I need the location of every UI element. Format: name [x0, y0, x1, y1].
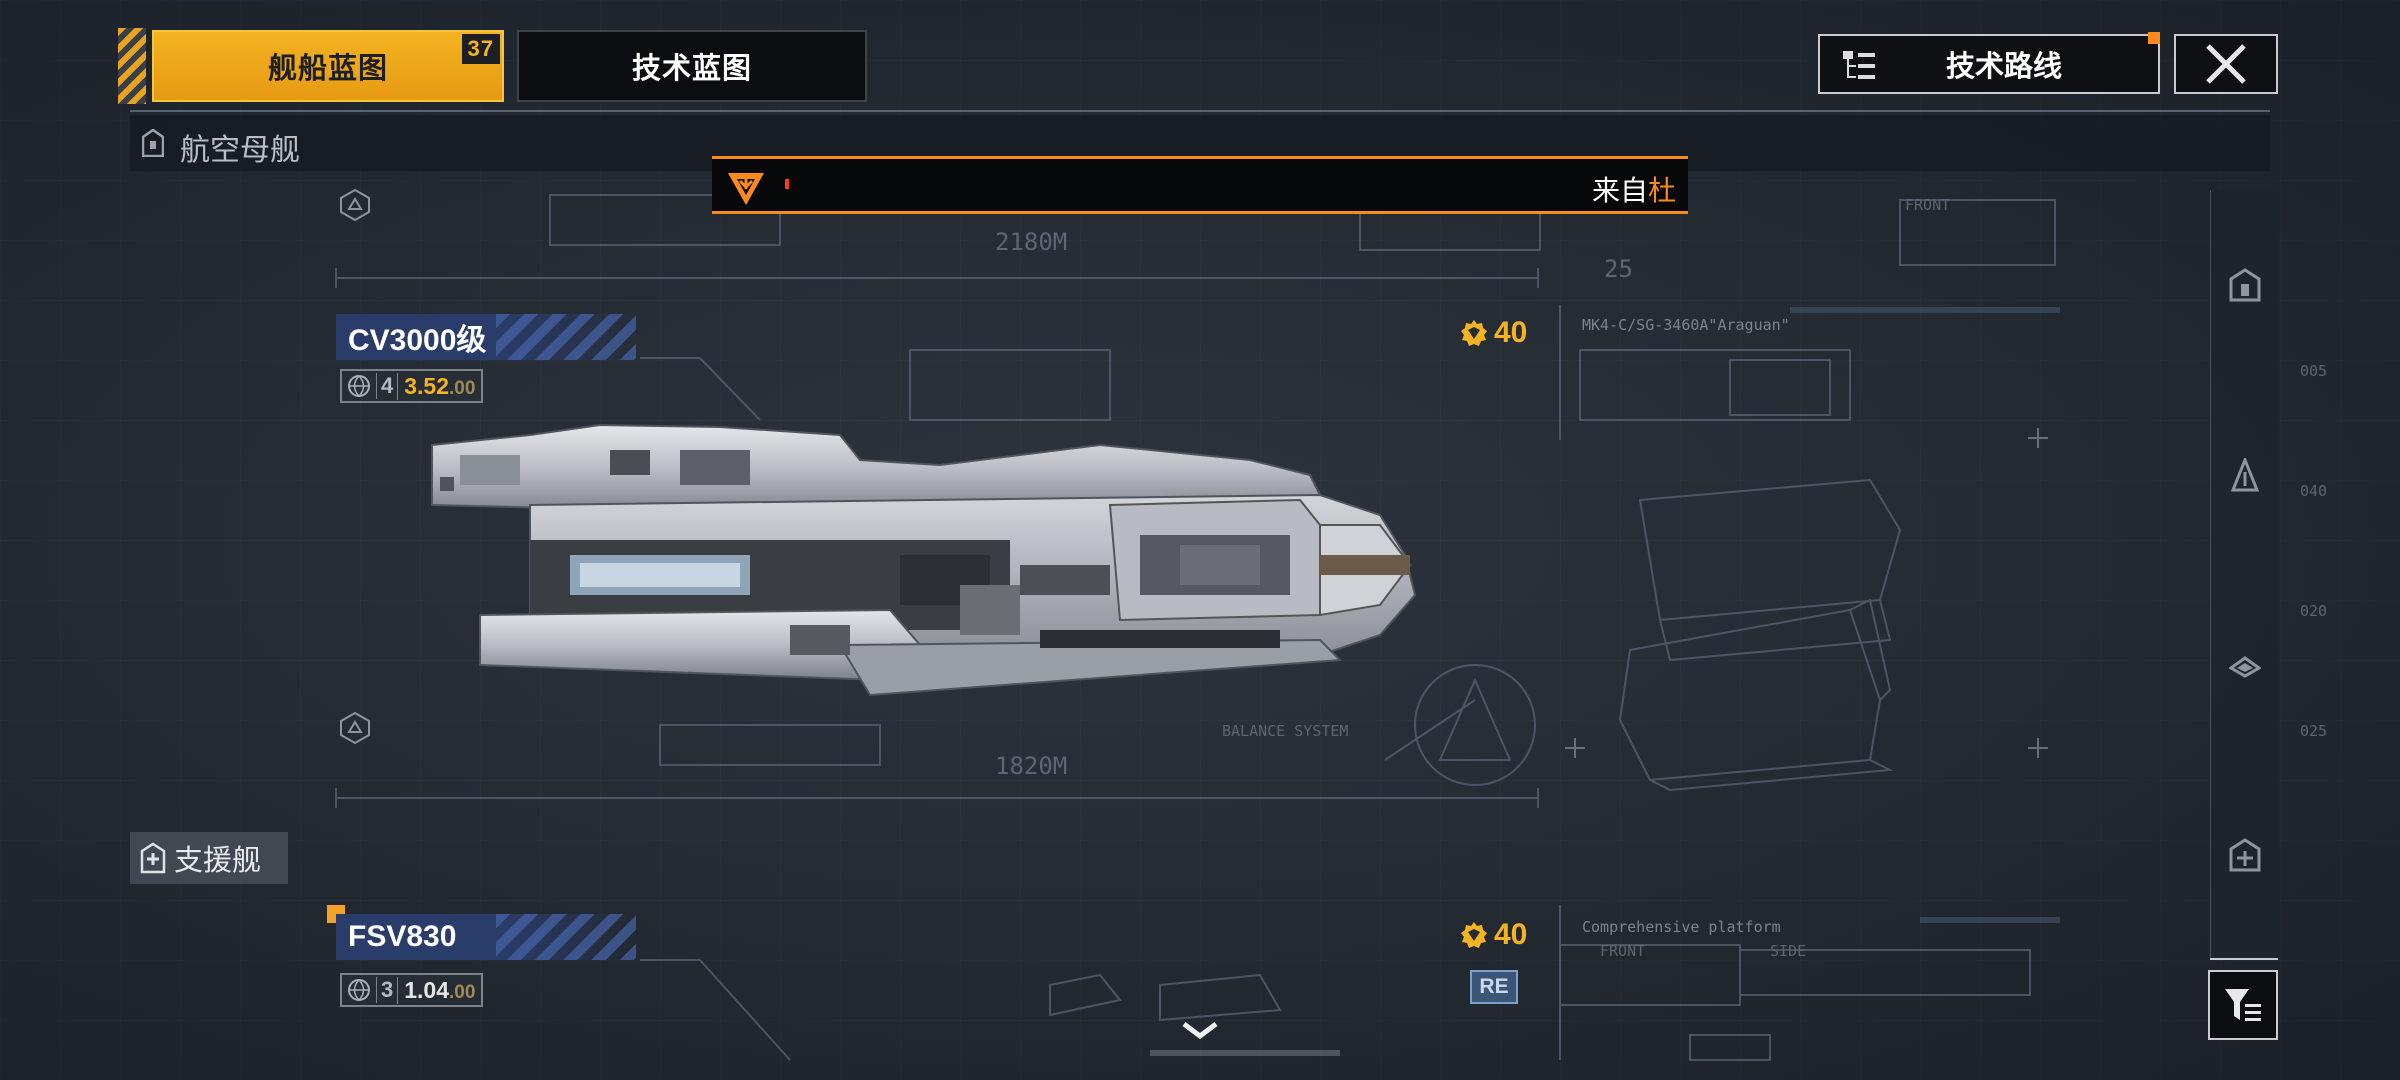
- hex-marker-icon: [340, 711, 370, 745]
- scroll-indicator-bar: [1150, 1050, 1340, 1056]
- ship-cost: 40: [1460, 316, 1527, 350]
- filter-icon: [2225, 989, 2261, 1021]
- carrier-icon[interactable]: [2229, 268, 2261, 302]
- faint-front: FRONT: [1905, 196, 1951, 214]
- support-ship-category[interactable]: 支援舰: [130, 832, 288, 884]
- ship-name: FSV830: [348, 920, 457, 953]
- destroyer-icon[interactable]: [2229, 458, 2261, 492]
- ship-category-sidebar: [2210, 190, 2279, 960]
- ship-value-main: 3.52: [404, 372, 450, 399]
- tab-tech-blueprints-label: 技术蓝图: [631, 53, 752, 85]
- tab-tech-blueprints[interactable]: 技术蓝图: [517, 30, 867, 102]
- tab-ship-blueprints-label: 舰船蓝图: [267, 53, 388, 85]
- re-tag: RE: [1470, 970, 1518, 1004]
- ship-card-fsv830[interactable]: FSV830: [336, 914, 636, 960]
- length-label-top: 2180M: [995, 228, 1068, 256]
- faint-020: 020: [2300, 602, 2328, 620]
- globe-icon: [342, 371, 376, 401]
- notice-marker: [785, 179, 789, 189]
- ship-card-cv3000[interactable]: CV3000级: [336, 314, 636, 360]
- carrier-ship-model[interactable]: [420, 405, 1450, 710]
- ship-cost-value: 40: [1494, 918, 1528, 951]
- section-title: 航空母舰: [180, 134, 300, 167]
- ship-level: 4: [376, 373, 397, 399]
- hex-marker-icon: [340, 188, 370, 222]
- blueprint-spec-2: Comprehensive platform: [1582, 918, 1781, 936]
- ship-value-main: 1.04: [404, 976, 450, 1003]
- tech-route-label: 技术路线: [1945, 51, 2062, 83]
- sidebar-divider: [2210, 958, 2278, 960]
- cost-gear-icon: [1461, 320, 1487, 346]
- ship-value: 3.52.00: [397, 372, 481, 400]
- ship-value-decimal: .00: [449, 981, 476, 1003]
- support-ship-icon: [140, 842, 166, 874]
- ship-cost: 40: [1460, 918, 1527, 952]
- tab-accent-stripes: [118, 28, 146, 104]
- blueprint-spec-1: MK4-C/SG-3460A"Araguan": [1582, 316, 1790, 334]
- globe-icon: [342, 975, 376, 1005]
- tech-tree-icon: [1843, 51, 1875, 79]
- carrier-icon: [142, 129, 164, 157]
- front-label: FRONT: [1600, 942, 1646, 960]
- notice-sender: 来自杜: [1592, 169, 1676, 209]
- frigate-icon[interactable]: [2229, 648, 2261, 682]
- cost-gear-icon: [1461, 922, 1487, 948]
- close-icon: [2206, 44, 2246, 84]
- scroll-down-chevron-icon[interactable]: [1180, 1018, 1220, 1042]
- message-notification[interactable]: 来自杜: [712, 156, 1688, 214]
- faint-040: 040: [2300, 482, 2328, 500]
- side-label: SIDE: [1770, 942, 1807, 960]
- ship-value-decimal: .00: [449, 377, 476, 399]
- ship-level: 3: [376, 977, 397, 1003]
- notification-dot: [2148, 32, 2160, 44]
- faint-25: 25: [1604, 255, 1633, 283]
- support-ship-label: 支援舰: [174, 845, 262, 877]
- ship-cost-value: 40: [1494, 316, 1528, 349]
- tab-ship-blueprints[interactable]: 舰船蓝图 37: [152, 30, 504, 102]
- balance-system-label: BALANCE SYSTEM: [1222, 722, 1349, 740]
- ship-name: CV3000级: [348, 324, 487, 357]
- close-button[interactable]: [2174, 34, 2278, 94]
- ship-stats: 4 3.52.00: [340, 369, 484, 403]
- faint-005: 005: [2300, 362, 2328, 380]
- notice-sender-name: 杜: [1647, 175, 1676, 206]
- notice-prefix: 来自: [1591, 175, 1648, 206]
- blueprint-count-badge: 37: [461, 34, 500, 64]
- support-ship-icon[interactable]: [2229, 838, 2261, 872]
- faint-025: 025: [2300, 722, 2328, 740]
- ship-value: 1.04.00: [397, 976, 481, 1004]
- filter-button[interactable]: [2208, 970, 2278, 1040]
- tech-route-button[interactable]: 技术路线: [1818, 32, 2160, 94]
- length-label-bottom: 1820M: [995, 752, 1068, 780]
- ship-stats: 3 1.04.00: [340, 973, 484, 1007]
- faction-logo-icon: [728, 173, 764, 205]
- header-divider: [130, 110, 2270, 112]
